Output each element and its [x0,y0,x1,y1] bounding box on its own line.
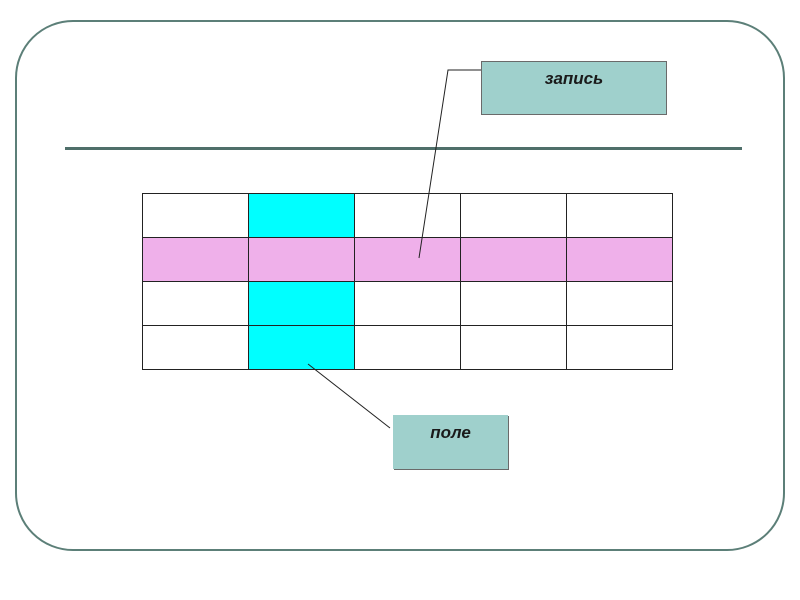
field-callout-label: поле [430,423,471,442]
record-row [142,237,673,282]
record-row-cell [142,237,249,282]
table-cell [354,325,461,370]
record-callout-label: запись [544,69,604,88]
field-column-cell [248,237,355,282]
database-table [142,193,673,370]
field-column-cell [248,193,355,238]
table-cell [142,325,249,370]
field-column-cell [248,281,355,326]
table-cell [460,325,567,370]
record-row-cell [460,237,567,282]
table-row [142,193,673,238]
table-row [142,325,673,370]
table-cell [460,281,567,326]
table-cell [566,193,673,238]
record-callout: запись [481,61,667,115]
title-divider-line [65,147,742,150]
table-cell [354,281,461,326]
table-row [142,281,673,326]
field-column-cell [248,325,355,370]
table-cell [354,193,461,238]
table-cell [460,193,567,238]
record-row-cell [354,237,461,282]
table-cell [142,281,249,326]
table-cell [566,281,673,326]
table-cell [142,193,249,238]
table-cell [566,325,673,370]
field-callout: поле [393,415,508,469]
record-row-cell [566,237,673,282]
